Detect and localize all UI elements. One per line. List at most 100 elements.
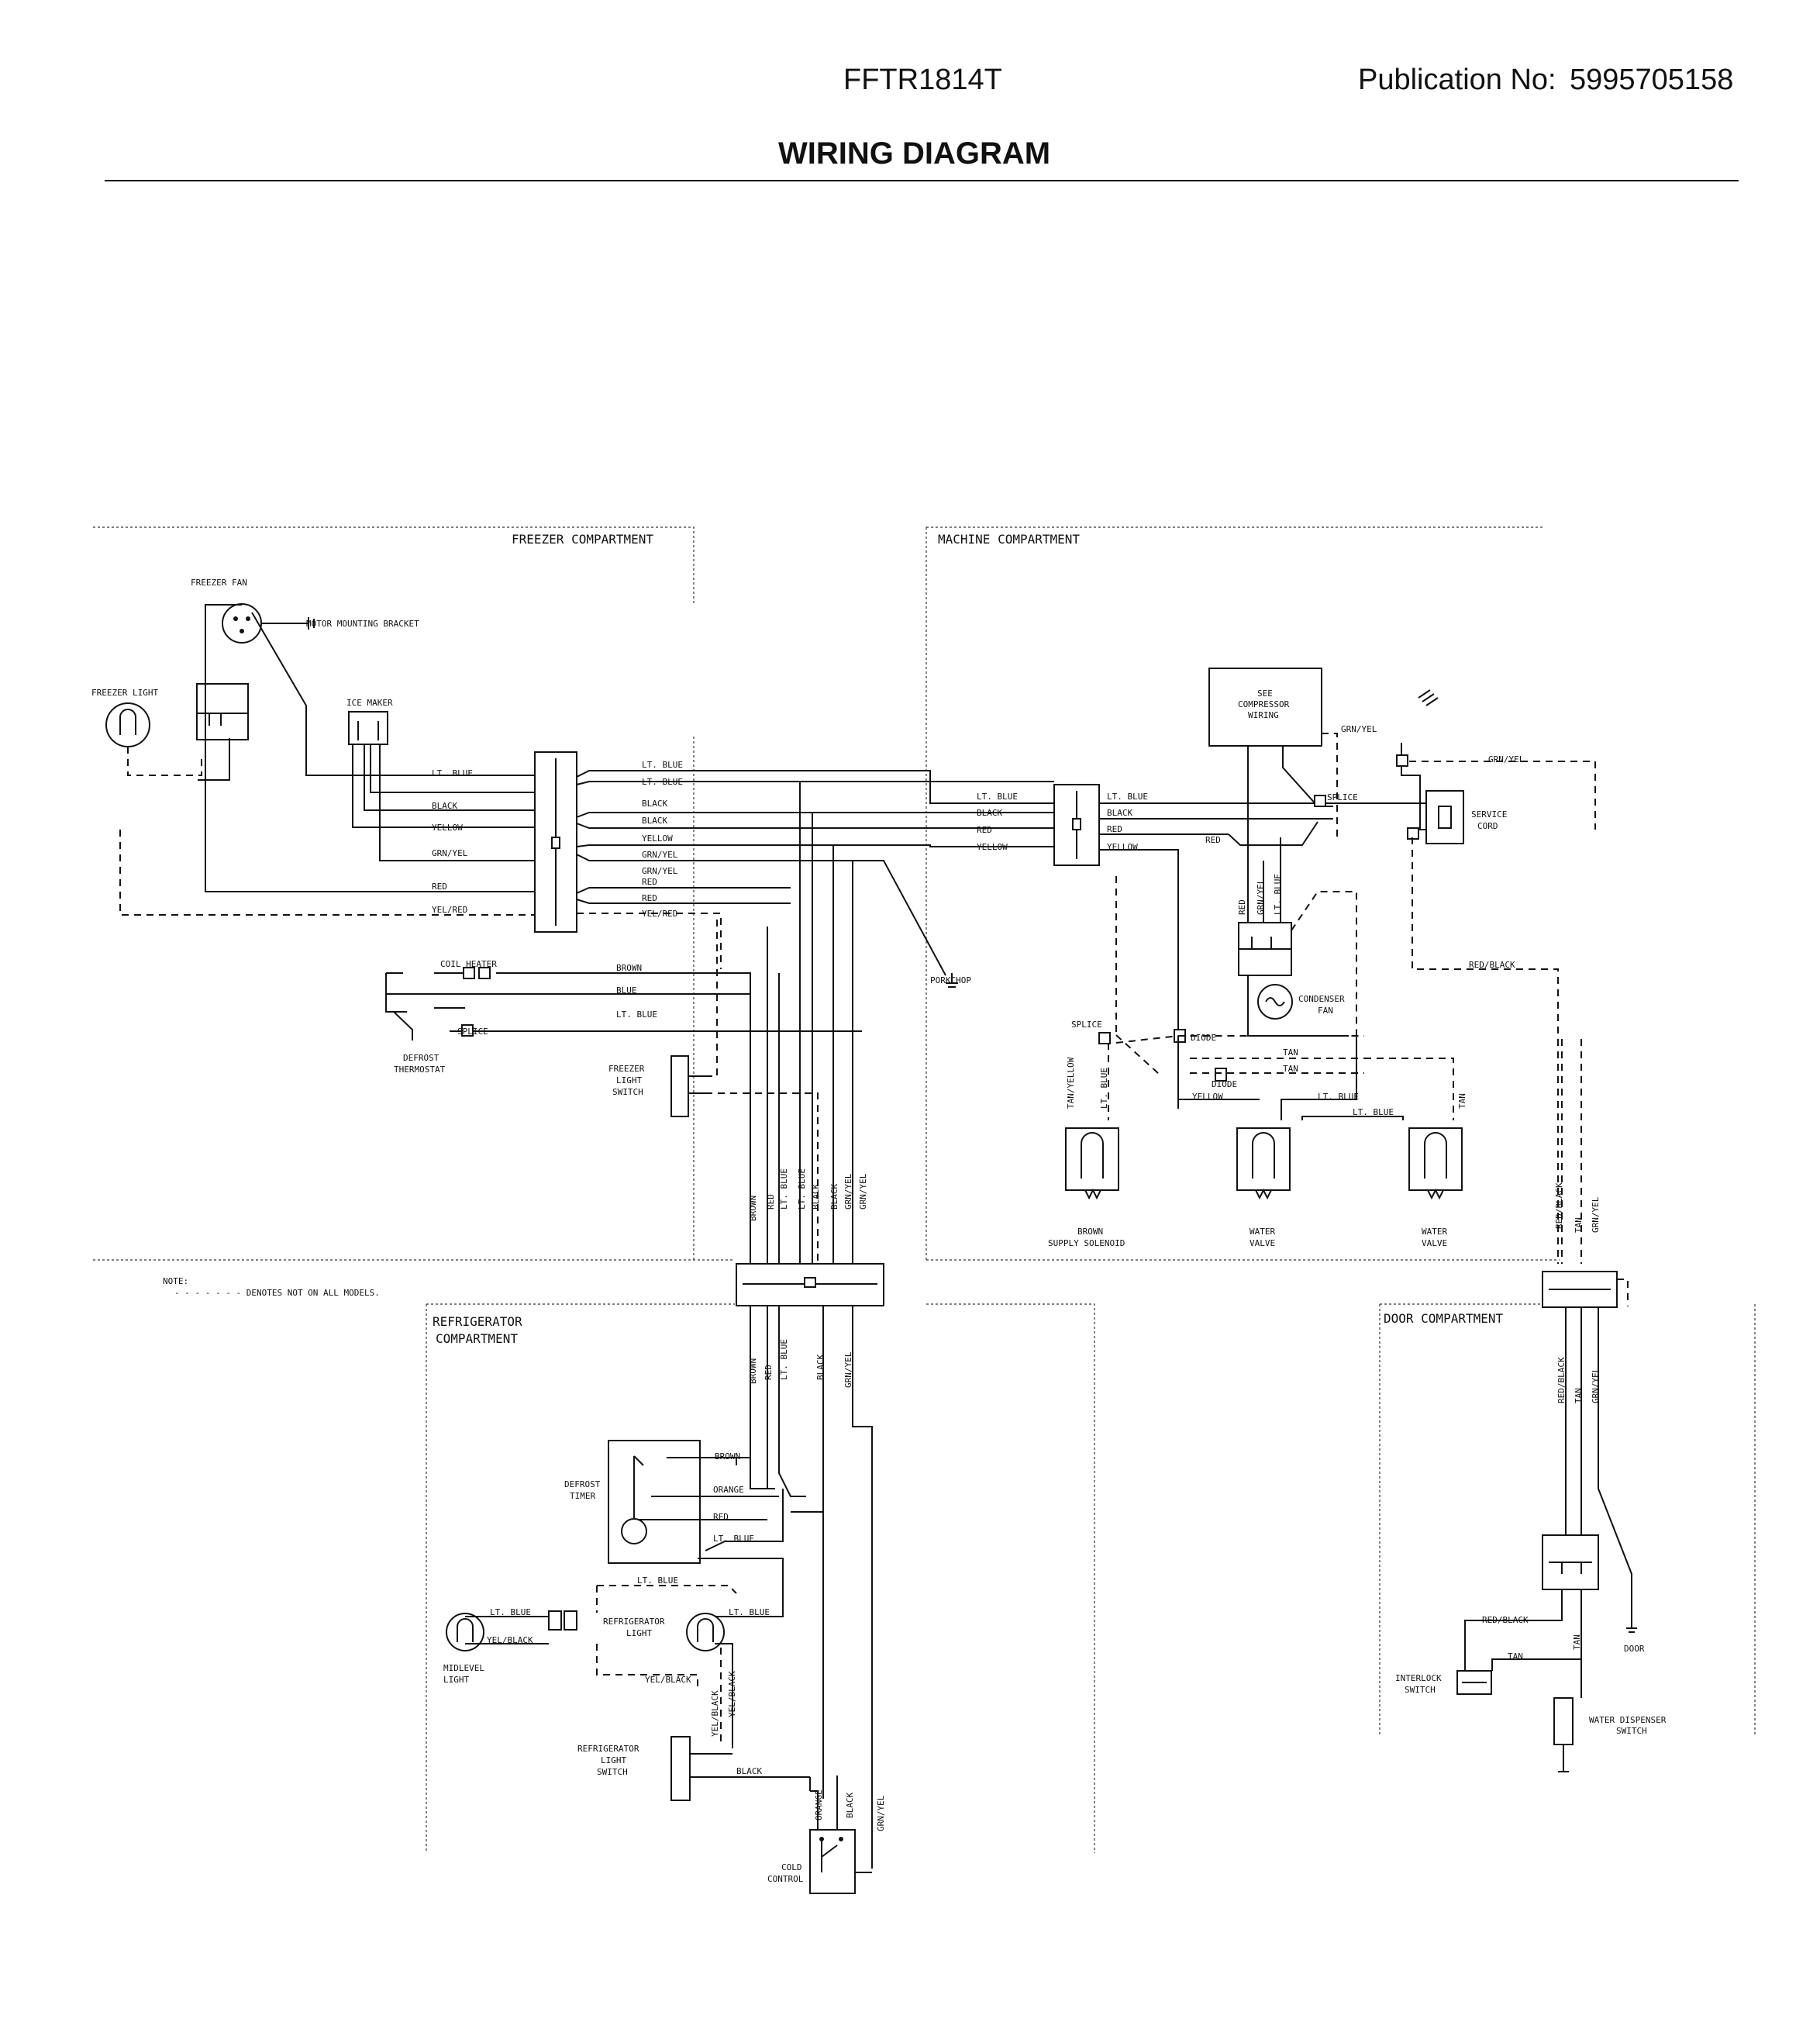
refrigerator-junction-block xyxy=(736,1263,884,1306)
service-cord xyxy=(1425,790,1464,844)
wire-label-orange-r1: ORANGE xyxy=(713,1485,744,1495)
refrigerator-light-switch xyxy=(670,1736,810,1801)
cold-control-label-1: COLD xyxy=(781,1862,802,1872)
wire-label-ltblue-f1: LT. BLUE xyxy=(432,768,473,778)
wire-label-black-m2: BLACK xyxy=(1107,808,1132,818)
compressor-wiring-box xyxy=(1208,668,1322,747)
freezer-light-switch-label-1: FREEZER xyxy=(608,1064,645,1074)
defrost-thermostat-label-2: THERMOSTAT xyxy=(394,1065,446,1075)
wire-label-red-m3: RED xyxy=(1205,835,1221,845)
wire-label-grnyel-r2: GRN/YEL xyxy=(876,1795,886,1831)
water-valve-1 xyxy=(1236,1127,1291,1200)
wire-label-tan-d3: TAN xyxy=(1572,1634,1582,1650)
freezer-light-switch xyxy=(670,1055,705,1117)
defrost-timer-label-2: TIMER xyxy=(570,1491,595,1501)
refrigerator-light xyxy=(686,1613,725,1651)
wire-label-ltblue-r3: LT. BLUE xyxy=(637,1575,678,1586)
wire-label-black-v2: BLACK xyxy=(829,1184,839,1210)
wire-label-tan-m4: TAN xyxy=(1574,1217,1584,1233)
wire-label-yelblack-r1: YEL/BLACK xyxy=(487,1635,533,1645)
water-valve-2-label-1: WATER xyxy=(1422,1227,1447,1237)
wire-label-red-f2: RED xyxy=(642,877,657,887)
door-label: DOOR xyxy=(1624,1644,1645,1654)
wire-label-yellow-f2: YELLOW xyxy=(642,833,673,844)
water-dispenser-switch xyxy=(1553,1697,1574,1772)
wire-label-grnyel-v1: GRN/YEL xyxy=(843,1173,853,1210)
refrigerator-light-switch-label-3: SWITCH xyxy=(597,1767,628,1777)
refrigerator-light-switch-label-2: LIGHT xyxy=(601,1755,626,1765)
wire-label-black-f3: BLACK xyxy=(642,816,667,826)
refrigerator-light-switch-label-1: REFRIGERATOR xyxy=(577,1744,639,1754)
wire-label-tan-m1: TAN xyxy=(1283,1047,1298,1058)
service-cord-label-2: CORD xyxy=(1477,821,1498,831)
defrost-timer-label-1: DEFROST xyxy=(564,1479,601,1489)
coil-heater-label: COIL HEATER xyxy=(440,959,497,969)
wire-label-grnyel-v2: GRN/YEL xyxy=(858,1173,868,1210)
wire-label-red-m2: RED xyxy=(1107,824,1122,834)
wire-label-orange-r2: ORANGE xyxy=(814,1789,824,1820)
wire-label-grnyel-m4: GRN/YEL xyxy=(1591,1196,1601,1233)
wire-label-redblack-m1: RED/BLACK xyxy=(1469,960,1515,970)
note-label: NOTE: xyxy=(163,1276,188,1286)
water-valve-1-label-2: VALVE xyxy=(1250,1238,1275,1248)
wire-label-yellow-f1: YELLOW xyxy=(432,823,463,833)
wire-label-red-f3: RED xyxy=(642,893,657,903)
supply-solenoid-label-1: BROWN xyxy=(1077,1227,1103,1237)
wire-label-tanyellow-m1: TAN/YELLOW xyxy=(1066,1057,1076,1109)
coil-heater xyxy=(385,967,491,1013)
freezer-junction-block xyxy=(534,751,577,933)
wire-label-red-r1: RED xyxy=(764,1365,774,1380)
midlevel-light xyxy=(446,1613,484,1651)
splice-label-m2: SPLICE xyxy=(1071,1020,1102,1030)
condenser-fan xyxy=(1257,984,1293,1020)
wire-label-black-m1: BLACK xyxy=(977,808,1002,818)
wire-label-tan-m3: TAN xyxy=(1457,1093,1467,1109)
model-number: FFTR1814T xyxy=(843,64,1002,96)
wire-label-blue-f1: BLUE xyxy=(616,985,637,996)
wire-label-red-r2: RED xyxy=(713,1512,729,1522)
freezer-light-switch-label-3: SWITCH xyxy=(612,1087,643,1097)
refrigerator-light-label-1: REFRIGERATOR xyxy=(603,1617,665,1627)
condenser-fan-connector xyxy=(1238,922,1292,976)
wire-label-yelred-f2: YEL/RED xyxy=(642,909,677,919)
supply-solenoid-label-2: SUPPLY SOLENOID xyxy=(1048,1238,1125,1248)
interlock-switch-label-2: SWITCH xyxy=(1405,1685,1436,1695)
door-compartment-label: DOOR COMPARTMENT xyxy=(1384,1311,1503,1326)
diode-label-2: DIODE xyxy=(1212,1079,1237,1089)
wire-label-ltblue-r2: LT. BLUE xyxy=(713,1534,754,1544)
door-junction-block xyxy=(1542,1271,1618,1308)
water-valve-1-label-1: WATER xyxy=(1250,1227,1275,1237)
motor-bracket-label: MOTOR MOUNTING BRACKET xyxy=(306,619,419,629)
wire-label-ltblue-m6: LT. BLUE xyxy=(1099,1068,1109,1109)
wire-label-redblack-d1: RED/BLACK xyxy=(1556,1357,1567,1403)
wire-label-grnyel-d1: GRN/YEL xyxy=(1591,1367,1601,1403)
freezer-light-label: FREEZER LIGHT xyxy=(91,688,158,698)
condenser-fan-label-2: FAN xyxy=(1318,1006,1333,1016)
cold-control xyxy=(809,1829,872,1894)
porkchop-label: PORKCHOP xyxy=(930,975,971,985)
wire-label-tan-d1: TAN xyxy=(1574,1388,1584,1403)
wire-label-yelblack-r4: YEL/BLACK xyxy=(727,1671,737,1717)
interlock-switch-label-1: INTERLOCK xyxy=(1395,1673,1442,1683)
wire-label-ltblue-m4: LT. BLUE xyxy=(1318,1092,1359,1102)
wire-label-brown-v1: BROWN xyxy=(748,1196,758,1221)
defrost-timer xyxy=(608,1440,737,1564)
wire-label-black-f2: BLACK xyxy=(642,799,667,809)
wire-label-ltblue-v2: LT. BLUE xyxy=(797,1168,807,1210)
water-valve-2-label-2: VALVE xyxy=(1422,1238,1447,1248)
wire-label-red-v1: RED xyxy=(766,1194,776,1210)
diode-label-1: DIODE xyxy=(1191,1033,1216,1043)
water-dispenser-switch-label-1: WATER DISPENSER xyxy=(1589,1715,1667,1725)
freezer-light xyxy=(105,702,150,747)
supply-solenoid xyxy=(1065,1127,1119,1200)
wire-label-yellow-m2: YELLOW xyxy=(1107,842,1138,852)
wire-label-brown-r2: BROWN xyxy=(715,1451,740,1462)
freezer-fan-label: FREEZER FAN xyxy=(191,578,247,588)
machine-compartment-label: MACHINE COMPARTMENT xyxy=(938,532,1080,547)
wire-label-black-r3: BLACK xyxy=(845,1793,855,1818)
defrost-thermostat-label-1: DEFROST xyxy=(403,1053,439,1063)
freezer-compartment-label: FREEZER COMPARTMENT xyxy=(512,532,653,547)
freezer-fan xyxy=(222,603,315,644)
refrigerator-compartment-label-2: COMPARTMENT xyxy=(436,1331,518,1346)
